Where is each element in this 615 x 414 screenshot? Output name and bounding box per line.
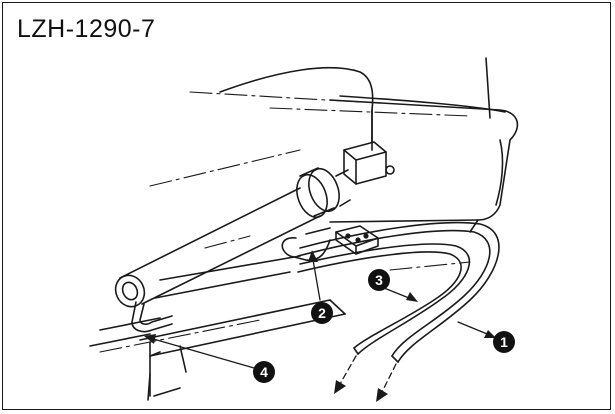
flow-arrows [339, 355, 397, 393]
holder-block [343, 109, 395, 185]
hook-pipe [281, 227, 331, 262]
callout-4-label: 4 [260, 364, 268, 380]
tube-pair [297, 221, 500, 363]
flow-arrowheads [334, 380, 388, 402]
pipe-end [131, 301, 173, 333]
cylinder [114, 187, 321, 308]
centerlines [99, 91, 471, 353]
callout-3: 3 [368, 269, 390, 291]
lower-support [147, 341, 187, 401]
callout-3-label: 3 [375, 272, 383, 288]
callout-2-label: 2 [318, 305, 326, 321]
leader-arrowheads [144, 250, 496, 344]
callout-4: 4 [253, 361, 275, 383]
oil-pan-outline [219, 57, 519, 233]
callout-1-label: 1 [500, 334, 508, 350]
callout-2: 2 [311, 302, 333, 324]
callout-1: 1 [493, 331, 515, 353]
model-label: LZH-1290-7 [17, 15, 156, 43]
collar-ring [296, 167, 351, 219]
arm-body-lines [89, 255, 346, 357]
